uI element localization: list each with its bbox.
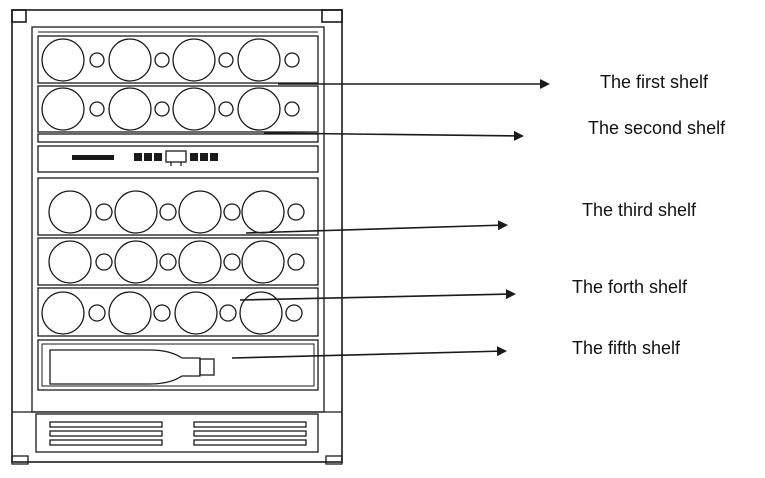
first-shelf-label: The first shelf bbox=[600, 72, 709, 92]
base-kickplate bbox=[35, 413, 319, 453]
arrow-fifth-shelf bbox=[231, 346, 507, 359]
shelf-2-tray bbox=[37, 85, 319, 133]
control-button bbox=[190, 153, 198, 161]
bottle-end bbox=[237, 87, 281, 131]
bottle-end bbox=[108, 87, 152, 131]
bottle-end bbox=[239, 291, 283, 335]
bottle-neck bbox=[287, 203, 305, 221]
right-hinge bbox=[321, 9, 343, 23]
bottle-neck bbox=[89, 101, 105, 117]
control-panel-strip bbox=[37, 145, 319, 173]
vent-slot bbox=[193, 421, 307, 428]
bottle-neck bbox=[95, 253, 113, 271]
control-button bbox=[154, 153, 162, 161]
bottle-neck bbox=[218, 101, 234, 117]
fourth-shelf-label: The forth shelf bbox=[572, 277, 688, 297]
vent-slot bbox=[49, 439, 163, 446]
bottle-end bbox=[114, 240, 158, 284]
bottle-neck bbox=[159, 253, 177, 271]
second-shelf-label: The second shelf bbox=[588, 118, 726, 138]
bottle-neck bbox=[223, 203, 241, 221]
bottle-neck bbox=[88, 304, 106, 322]
control-button bbox=[210, 153, 218, 161]
vent-slot bbox=[49, 421, 163, 428]
lying-bottle bbox=[49, 349, 201, 385]
shelf-1-tray bbox=[37, 35, 319, 84]
vent-slot bbox=[193, 430, 307, 437]
shelf-3-tray bbox=[37, 177, 319, 236]
shelf-3 bbox=[37, 177, 319, 236]
bottle-end bbox=[41, 87, 85, 131]
cabinet-base bbox=[11, 411, 343, 465]
bottle-neck bbox=[223, 253, 241, 271]
bottom-bin-inner bbox=[41, 343, 315, 387]
control-button bbox=[200, 153, 208, 161]
left-hinge bbox=[11, 9, 27, 23]
display-stand bbox=[170, 162, 182, 166]
third-shelf-label: The third shelf bbox=[582, 200, 697, 220]
shelf-2-rail bbox=[37, 133, 319, 143]
shelf-2 bbox=[37, 85, 319, 143]
bottle-end bbox=[178, 240, 222, 284]
bottle-neck bbox=[285, 304, 303, 322]
bottle-end bbox=[48, 240, 92, 284]
bottle-neck bbox=[95, 203, 113, 221]
bottle-neck bbox=[218, 52, 234, 68]
control-button bbox=[144, 153, 152, 161]
bottle-neck bbox=[219, 304, 237, 322]
vent-slot bbox=[193, 439, 307, 446]
bottle-end bbox=[237, 38, 281, 82]
temperature-display bbox=[165, 150, 187, 163]
control-panel bbox=[37, 145, 319, 173]
bottle-end bbox=[48, 190, 92, 234]
control-button bbox=[134, 153, 142, 161]
bottle-end bbox=[108, 38, 152, 82]
bottle-end bbox=[172, 38, 216, 82]
bottle-neck bbox=[284, 52, 300, 68]
arrow-second-shelf bbox=[263, 130, 524, 141]
cabinet bbox=[11, 9, 343, 463]
bottle-end bbox=[108, 291, 152, 335]
shelf-1 bbox=[37, 35, 319, 84]
bottle-neck bbox=[153, 304, 171, 322]
bottom-bin bbox=[37, 339, 319, 391]
bottom-bin-frame bbox=[37, 339, 319, 391]
cabinet-outer-frame bbox=[11, 9, 343, 463]
bottle-end bbox=[241, 190, 285, 234]
bottle-neck bbox=[284, 101, 300, 117]
arrow-third-shelf bbox=[245, 220, 508, 234]
bottle-end bbox=[41, 38, 85, 82]
bottle-end bbox=[241, 240, 285, 284]
shelf-5 bbox=[37, 287, 319, 337]
right-foot bbox=[325, 455, 343, 465]
bottle-end bbox=[114, 190, 158, 234]
bottle-neck bbox=[287, 253, 305, 271]
bottle-neck bbox=[154, 52, 170, 68]
fifth-shelf-label: The fifth shelf bbox=[572, 338, 681, 358]
bottle-cap bbox=[199, 358, 215, 376]
vent-slot bbox=[49, 430, 163, 437]
leader-arrows bbox=[231, 79, 550, 359]
bottle-neck bbox=[89, 52, 105, 68]
shelf-4-tray bbox=[37, 237, 319, 286]
bottle-end bbox=[172, 87, 216, 131]
arrow-fourth-shelf bbox=[239, 289, 516, 301]
bottle-neck bbox=[154, 101, 170, 117]
bottle-neck bbox=[159, 203, 177, 221]
brand-logo bbox=[72, 155, 114, 160]
shelf-4 bbox=[37, 237, 319, 286]
bottle-end bbox=[41, 291, 85, 335]
shelf-5-tray bbox=[37, 287, 319, 337]
left-foot bbox=[11, 455, 29, 465]
bottle-end bbox=[178, 190, 222, 234]
bottle-end bbox=[174, 291, 218, 335]
